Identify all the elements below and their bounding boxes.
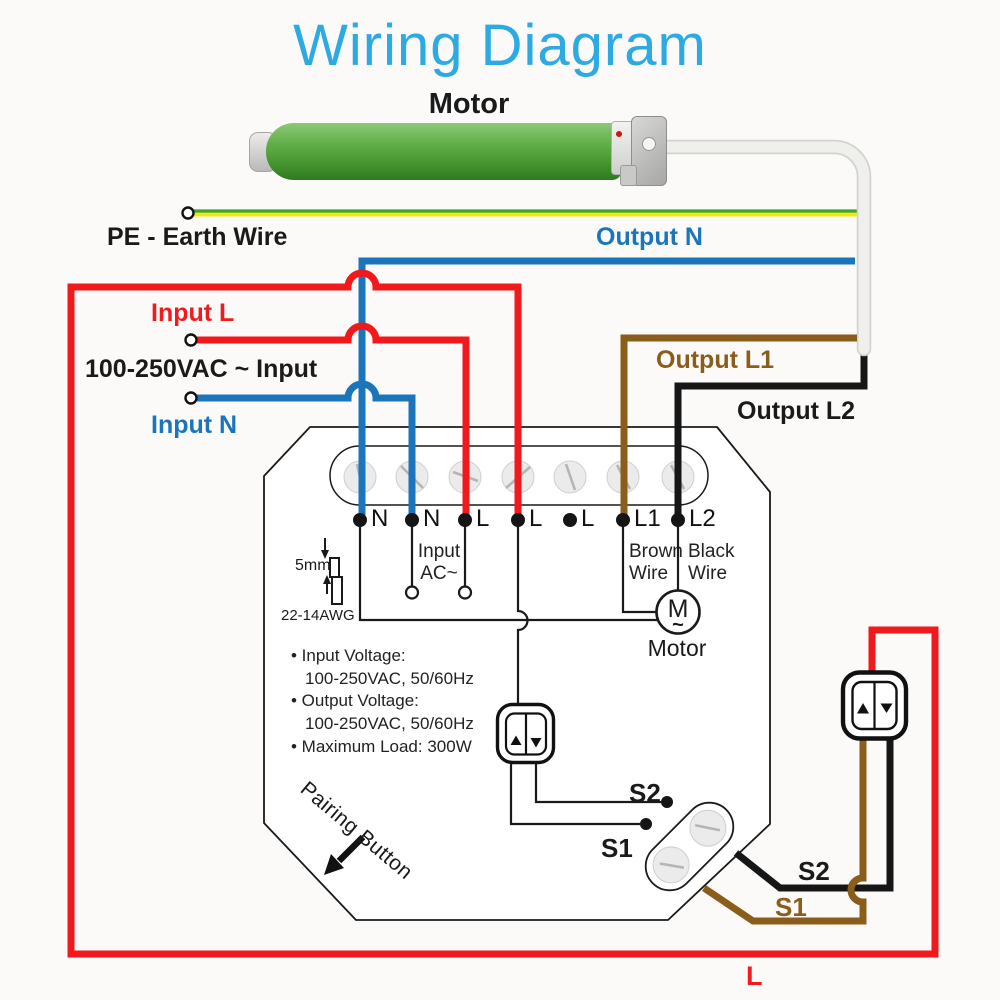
motor-symbol-circle [655,589,701,635]
s1-brown-wire [702,736,867,925]
motor-cable [656,141,870,355]
terminal-label-l2: L [529,505,543,532]
page-title: Wiring Diagram [293,13,707,78]
terminal-label-l3: L [581,505,595,532]
motor-symbol-tilde: ~ [672,614,684,636]
pe-earth-label: PE - Earth Wire [107,223,288,251]
vac-input-label: 100-250VAC ~ Input [85,355,318,383]
motor-collar-led [616,131,622,137]
input-ac-ring-l [457,585,473,600]
external-s1-label: S1 [775,892,807,922]
line-l-label: L [746,961,763,991]
brown-wire-label-1: Brown [629,541,683,562]
motor-head-hole [642,137,656,151]
s-terminal-block [644,801,735,892]
motor-head-plate [631,116,667,186]
spec-input-voltage: • Input Voltage: [291,646,406,665]
s1-dot [640,818,652,830]
external-s2-label: S2 [798,856,830,886]
module-rocker-switch [495,702,556,765]
switch-s1-wire [509,761,640,826]
switch-s2-wire [534,761,661,804]
terminal-dots [353,513,685,830]
input-n-wire [197,380,416,515]
input-n-ring [184,391,198,405]
strip-gauge-icon [321,538,343,605]
terminal-label-n2: N [423,505,441,532]
output-n-label: Output N [596,223,703,251]
black-wire-label-1: Black [688,541,735,562]
wire-gauge-label: 22-14AWG [281,607,355,624]
output-l2-label: Output L2 [737,397,856,425]
strip-length-label: 5mm [295,557,331,574]
l1-to-motor-wire [621,526,657,614]
l-to-switch-wire [516,526,529,703]
terminal-label-l1: L [476,505,490,532]
pe-terminal-ring [181,206,195,220]
n-to-motor-wire [358,526,658,622]
rocker-up-icon [857,703,869,714]
output-l1-wire [620,334,857,515]
terminal-label-n1: N [371,505,389,532]
rocker-down-icon [880,703,893,713]
output-l1-label: Output L1 [656,346,775,374]
motor-tube [266,123,622,180]
spec-input-voltage-value: 100-250VAC, 50/60Hz [305,669,474,688]
input-l-loop-wire [67,269,939,958]
s2-dot [661,796,673,808]
pairing-arrow-icon [324,834,366,875]
external-rocker-switch [840,670,909,741]
output-n-wire [358,257,855,515]
input-ac-label-1: Input [417,541,461,562]
brown-wire-label-2: Wire [629,563,669,584]
input-ac-label-2: AC~ [420,563,458,584]
motor-head-tab [620,165,637,186]
motor-title: Motor [428,88,510,120]
terminal-label-out-l1: L1 [634,505,661,532]
input-n-label: Input N [151,411,238,439]
terminal-label-out-l2: L2 [689,505,716,532]
input-l-wire [197,322,470,515]
motor-symbol-m: M [667,595,689,623]
spec-output-voltage-value: 100-250VAC, 50/60Hz [305,714,474,733]
black-wire-label-2: Wire [688,563,728,584]
input-l-label: Input L [151,299,235,327]
spec-max-load: • Maximum Load: 300W [291,737,472,756]
spec-output-voltage: • Output Voltage: [291,691,419,710]
output-l2-wire [674,350,868,515]
module-s1-label: S1 [601,833,633,863]
s2-black-wire [733,736,894,892]
input-ac-ring-n [404,585,420,600]
input-l-ring [184,333,198,347]
rocker-down-icon [530,738,542,748]
motor-symbol-label: Motor [647,635,707,661]
module-s2-label: S2 [629,778,661,808]
rocker-up-icon [510,735,522,745]
